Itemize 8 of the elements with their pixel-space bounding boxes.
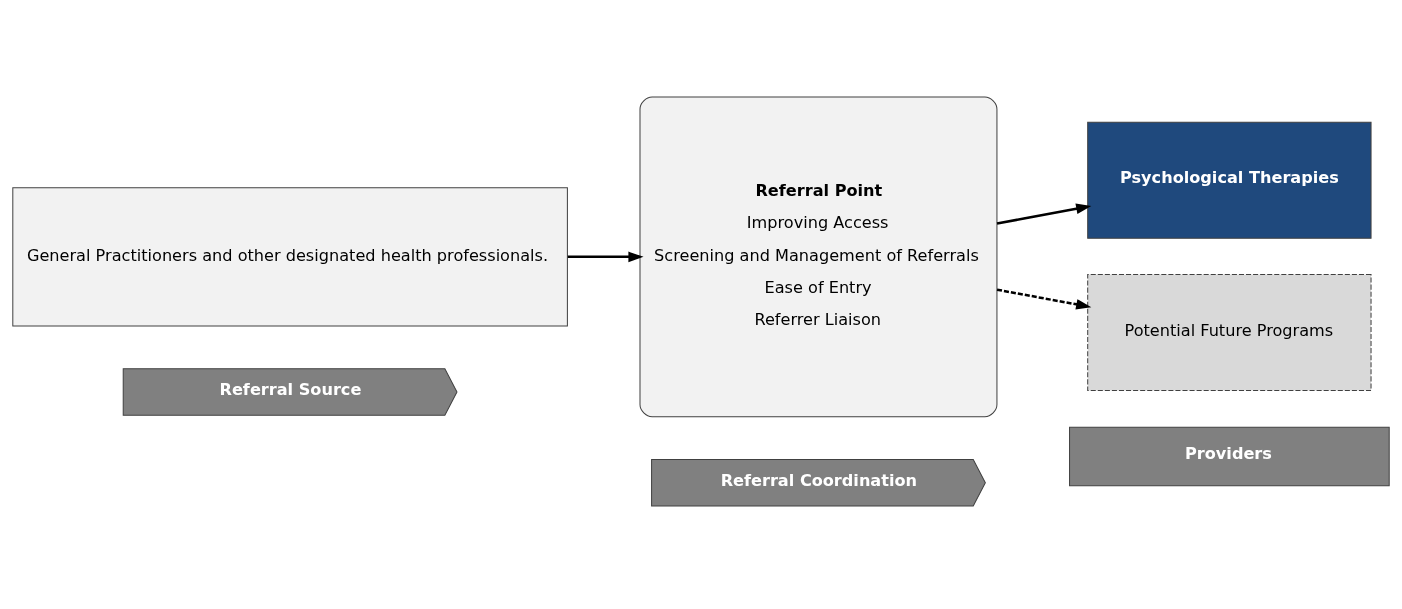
node-box: Providers [1069, 426, 1390, 487]
node-box: Referral Point Improving Access Screening and Management of Referrals Ease of Entry Referrer Liaison [639, 96, 998, 418]
arrow [996, 288, 1092, 310]
node-box: Psychological Therapies [1087, 121, 1372, 239]
arrow [567, 251, 644, 263]
node-box: General Practitioners and other designated health professionals. [12, 187, 568, 327]
node-box: Potential Future Programs [1087, 274, 1372, 391]
arrow [996, 203, 1092, 225]
